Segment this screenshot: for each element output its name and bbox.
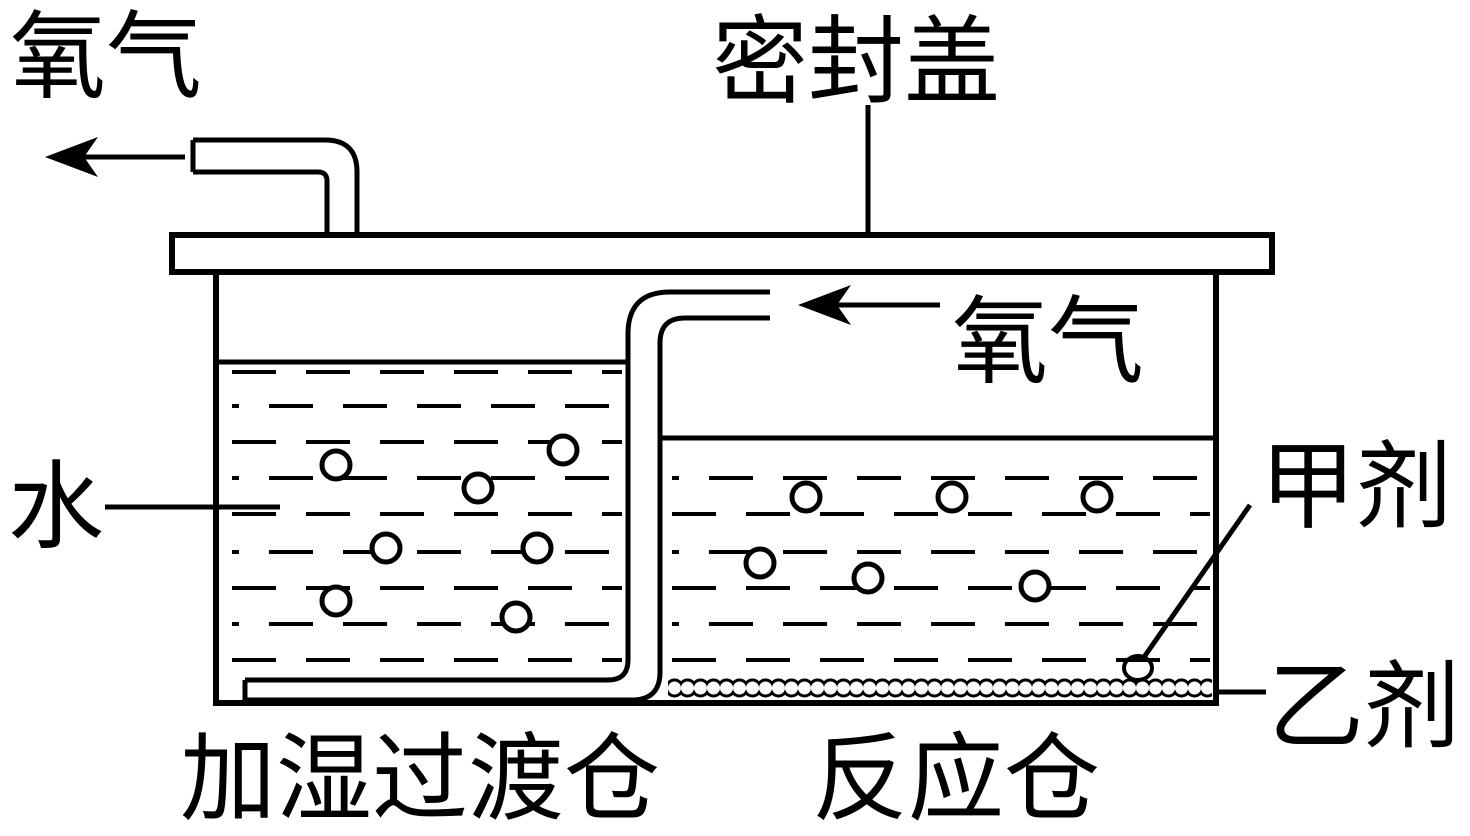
bubble: [319, 448, 353, 482]
bubble: [1080, 480, 1114, 514]
oxygen-in-arrow: [798, 285, 940, 325]
transfer-pipe-outer-wall: [245, 289, 770, 683]
transfer-pipe: [242, 289, 770, 703]
bubble: [789, 480, 823, 514]
bubble: [935, 480, 969, 514]
reagent-b-granules: [668, 676, 1212, 700]
oxygen-in-label: 氧气: [952, 286, 1144, 398]
humidifier-bubbles: [319, 433, 580, 634]
bubble: [369, 531, 403, 565]
reagent-b-label: 乙剂: [1268, 651, 1460, 763]
humidifier-water: [232, 370, 622, 662]
reagent-a-leader: [1139, 503, 1253, 662]
reaction-bubbles: [743, 480, 1114, 603]
bubble: [319, 584, 353, 618]
outlet-pipe-outer-wall: [193, 137, 360, 235]
outlet-pipe: [190, 137, 360, 235]
arrow-left-icon: [798, 285, 851, 325]
reaction-chamber-label: 反应仓: [812, 723, 1100, 835]
transfer-pipe-inner-wall: [245, 315, 770, 703]
humidifier-chamber-label: 加湿过渡仓: [180, 723, 660, 835]
oxygen-out-arrow: [45, 137, 185, 177]
water-label: 水: [8, 451, 104, 563]
reaction-water: [672, 476, 1210, 662]
bubble: [499, 600, 533, 634]
arrow-left-icon: [45, 137, 98, 177]
bubble: [851, 561, 885, 595]
outlet-pipe-inner-wall: [193, 169, 330, 235]
reagent-a-label: 甲剂: [1260, 431, 1452, 543]
bubble: [546, 433, 580, 467]
oxygen-out-label: 氧气: [10, 1, 202, 113]
sealed-lid-label: 密封盖: [712, 6, 1000, 118]
bubble: [461, 471, 495, 505]
bubble: [520, 531, 554, 565]
bubble: [743, 546, 777, 580]
sealed-lid: [169, 232, 1275, 275]
container-walls: [213, 272, 1219, 706]
bubble: [1018, 569, 1052, 603]
reagent-a-piece: [1122, 654, 1154, 682]
